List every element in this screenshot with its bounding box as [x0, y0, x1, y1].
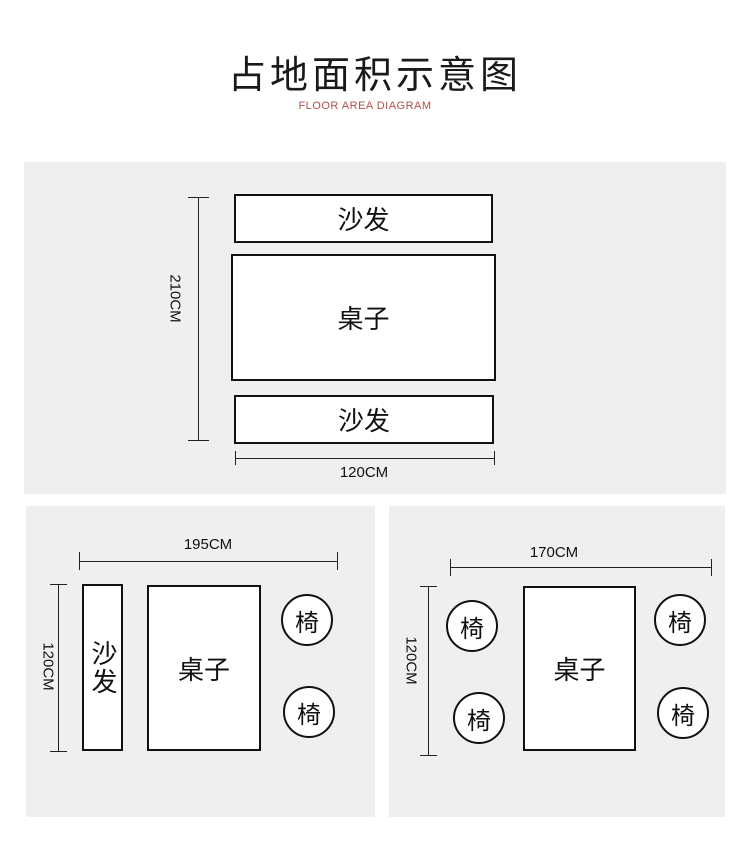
layout-a-sofa-top: 沙发: [234, 194, 493, 243]
layout-a-height-label: 210CM: [166, 274, 184, 323]
layout-a-height-cap-top: [188, 197, 209, 198]
layout-b-width-label: 195CM: [183, 536, 233, 553]
layout-b-width-cap-left: [79, 552, 80, 570]
page-subtitle: FLOOR AREA DIAGRAM: [298, 100, 432, 112]
layout-c-height-line: [428, 586, 429, 756]
layout-a-width-cap-right: [494, 451, 495, 465]
layout-c-height-cap-bottom: [420, 755, 437, 756]
layout-c-height-cap-top: [420, 586, 437, 587]
layout-b-height-cap-bottom: [50, 751, 67, 752]
layout-b-chair-2: 椅: [283, 686, 335, 738]
layout-b-width-line: [79, 561, 338, 562]
layout-b-chair-1: 椅: [281, 594, 333, 646]
layout-c-chair-top-right: 椅: [654, 594, 706, 646]
page-title: 占地面积示意图: [227, 53, 522, 97]
layout-b-height-line: [58, 584, 59, 752]
layout-c-table: 桌子: [523, 586, 636, 751]
layout-c-width-cap-right: [711, 559, 712, 576]
layout-b-sofa: 沙发: [82, 584, 123, 751]
layout-c-chair-bottom-left: 椅: [453, 692, 505, 744]
layout-a-sofa-bottom: 沙发: [234, 395, 494, 444]
layout-b-height-label: 120CM: [39, 642, 57, 691]
layout-a-width-label: 120CM: [339, 464, 389, 481]
layout-c-height-label: 120CM: [402, 636, 420, 685]
layout-b-height-cap-top: [50, 584, 67, 585]
layout-b-table: 桌子: [147, 585, 261, 751]
layout-b-panel: 195CM 120CM 沙发 桌子 椅 椅: [26, 506, 375, 817]
layout-a-height-cap-bottom: [188, 440, 209, 441]
layout-c-chair-bottom-right: 椅: [657, 687, 709, 739]
layout-a-width-line: [235, 458, 495, 459]
layout-a-panel: 210CM 沙发 桌子 沙发 120CM: [24, 162, 726, 494]
layout-c-chair-top-left: 椅: [446, 600, 498, 652]
layout-a-height-line: [198, 197, 199, 441]
layout-c-width-line: [450, 567, 712, 568]
layout-a-width-cap-left: [235, 451, 236, 465]
layout-a-table: 桌子: [231, 254, 496, 381]
layout-b-width-cap-right: [337, 552, 338, 570]
layout-c-width-cap-left: [450, 559, 451, 576]
layout-c-panel: 170CM 120CM 桌子 椅 椅 椅 椅: [389, 506, 725, 817]
layout-c-width-label: 170CM: [529, 544, 579, 561]
